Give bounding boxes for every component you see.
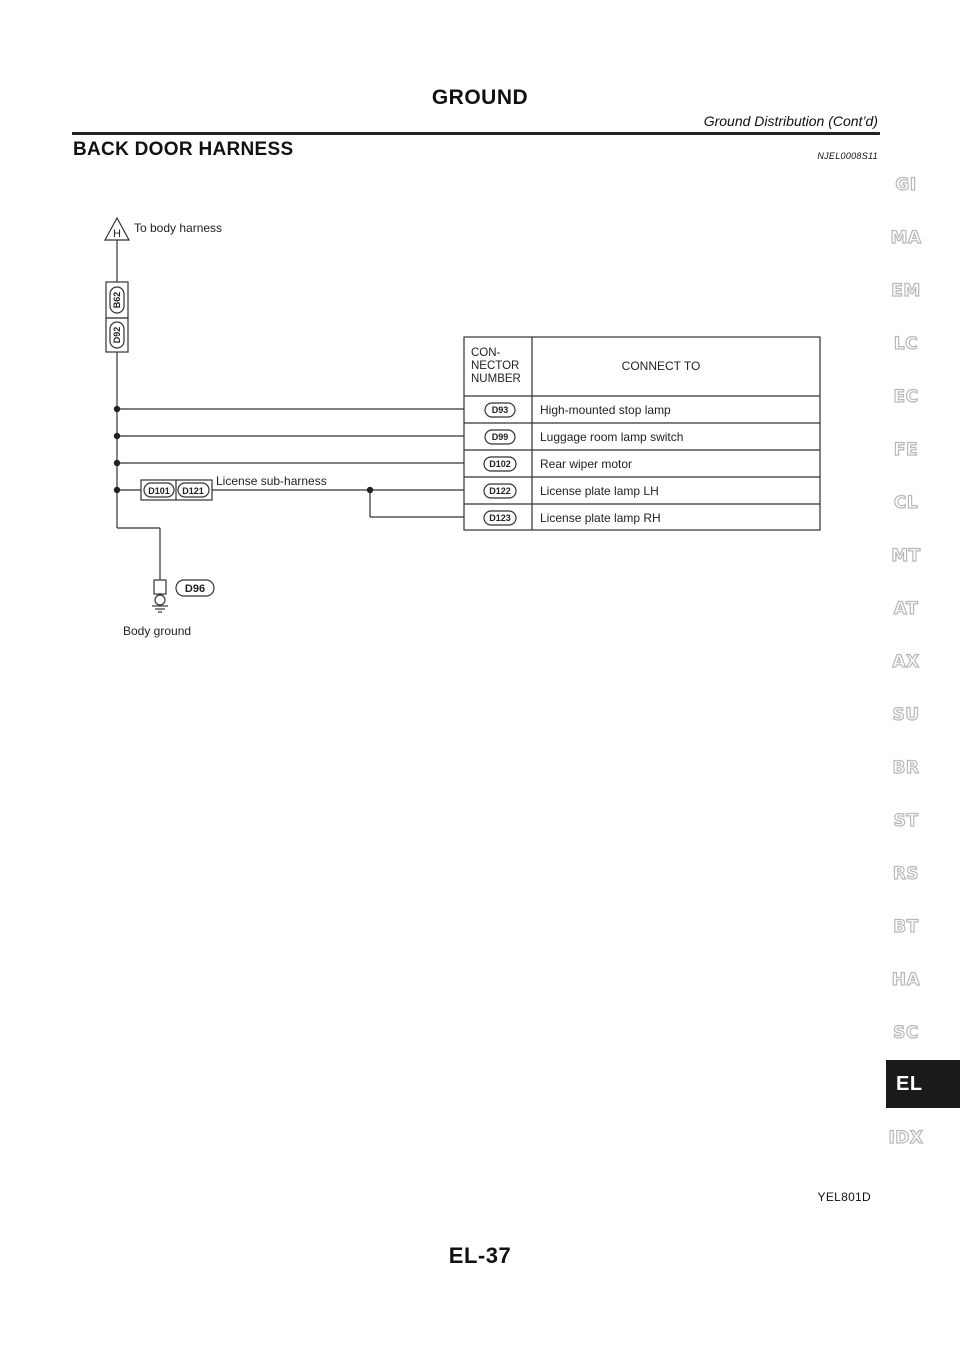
page-number: EL-37 <box>448 1243 512 1268</box>
connector-label-d101: D101 <box>148 486 170 496</box>
tab-at[interactable]: AT <box>893 598 919 619</box>
connector-label-d96: D96 <box>185 583 205 595</box>
tab-el-label: EL <box>896 1073 923 1095</box>
tab-mt[interactable]: MT <box>891 545 921 566</box>
to-body-harness-label: To body harness <box>134 221 222 235</box>
tab-st[interactable]: ST <box>893 810 919 831</box>
tab-gi[interactable]: GI <box>895 174 917 195</box>
table-header-connect-to: CONNECT TO <box>622 359 701 373</box>
ground-terminal-circle <box>154 594 166 606</box>
table-row-connector: D93 <box>492 405 509 415</box>
tab-su[interactable]: SU <box>892 704 920 725</box>
connector-label-d121: D121 <box>182 486 204 496</box>
tab-idx[interactable]: IDX <box>888 1127 924 1148</box>
table-header-connector-line2: NECTOR <box>471 360 519 372</box>
table-row-connect-to: License plate lamp LH <box>540 484 659 498</box>
tab-ec[interactable]: EC <box>893 386 919 407</box>
tab-em[interactable]: EM <box>891 280 921 301</box>
connector-label-b62: B62 <box>112 292 122 309</box>
tab-br[interactable]: BR <box>892 757 920 778</box>
tab-sc[interactable]: SC <box>893 1022 919 1043</box>
tab-cl[interactable]: CL <box>893 492 919 513</box>
connector-label-d92: D92 <box>112 327 122 344</box>
table-row-connect-to: Luggage room lamp switch <box>540 430 683 444</box>
section-title: BACK DOOR HARNESS <box>73 139 294 160</box>
table-header-connector-line1: CON- <box>471 347 501 359</box>
ground-terminal-box <box>153 579 167 595</box>
table-row-connector: D99 <box>492 432 509 442</box>
tab-rs[interactable]: RS <box>892 863 920 884</box>
page-header-subtitle: Ground Distribution (Cont’d) <box>703 113 878 129</box>
harness-symbol-letter: H <box>113 228 121 240</box>
junction-dot <box>113 459 121 467</box>
tab-fe[interactable]: FE <box>893 439 919 460</box>
table-row-connector: D102 <box>489 459 511 469</box>
junction-dot <box>366 486 374 494</box>
tab-bt[interactable]: BT <box>893 916 919 937</box>
connector-table-frame <box>463 336 821 531</box>
tab-el-active[interactable]: EL <box>886 1060 960 1108</box>
ground-wiring-diagram: H To body harness B62 D92 D101 D121 Lice… <box>103 216 821 638</box>
junction-dot <box>113 486 121 494</box>
figure-code: YEL801D <box>817 1190 871 1204</box>
sub-harness-label: License sub-harness <box>216 474 327 488</box>
page-header-title: GROUND <box>431 86 529 109</box>
header-divider <box>72 132 880 135</box>
body-ground-label: Body ground <box>123 624 191 638</box>
tab-ma[interactable]: MA <box>890 227 922 248</box>
connector-box-d92 <box>105 317 129 353</box>
table-header-connector-line3: NUMBER <box>471 373 521 385</box>
table-row-connect-to: License plate lamp RH <box>540 511 661 525</box>
tab-lc[interactable]: LC <box>893 333 919 354</box>
tab-ha[interactable]: HA <box>891 969 921 990</box>
section-reference-code: NJEL0008S11 <box>817 151 878 161</box>
table-row-connector: D122 <box>489 486 511 496</box>
junction-dot <box>113 405 121 413</box>
table-row-connect-to: High-mounted stop lamp <box>540 403 671 417</box>
tab-ax[interactable]: AX <box>892 651 920 672</box>
junction-dot <box>113 432 121 440</box>
table-row-connect-to: Rear wiper motor <box>540 457 632 471</box>
table-row-connector: D123 <box>489 513 511 523</box>
